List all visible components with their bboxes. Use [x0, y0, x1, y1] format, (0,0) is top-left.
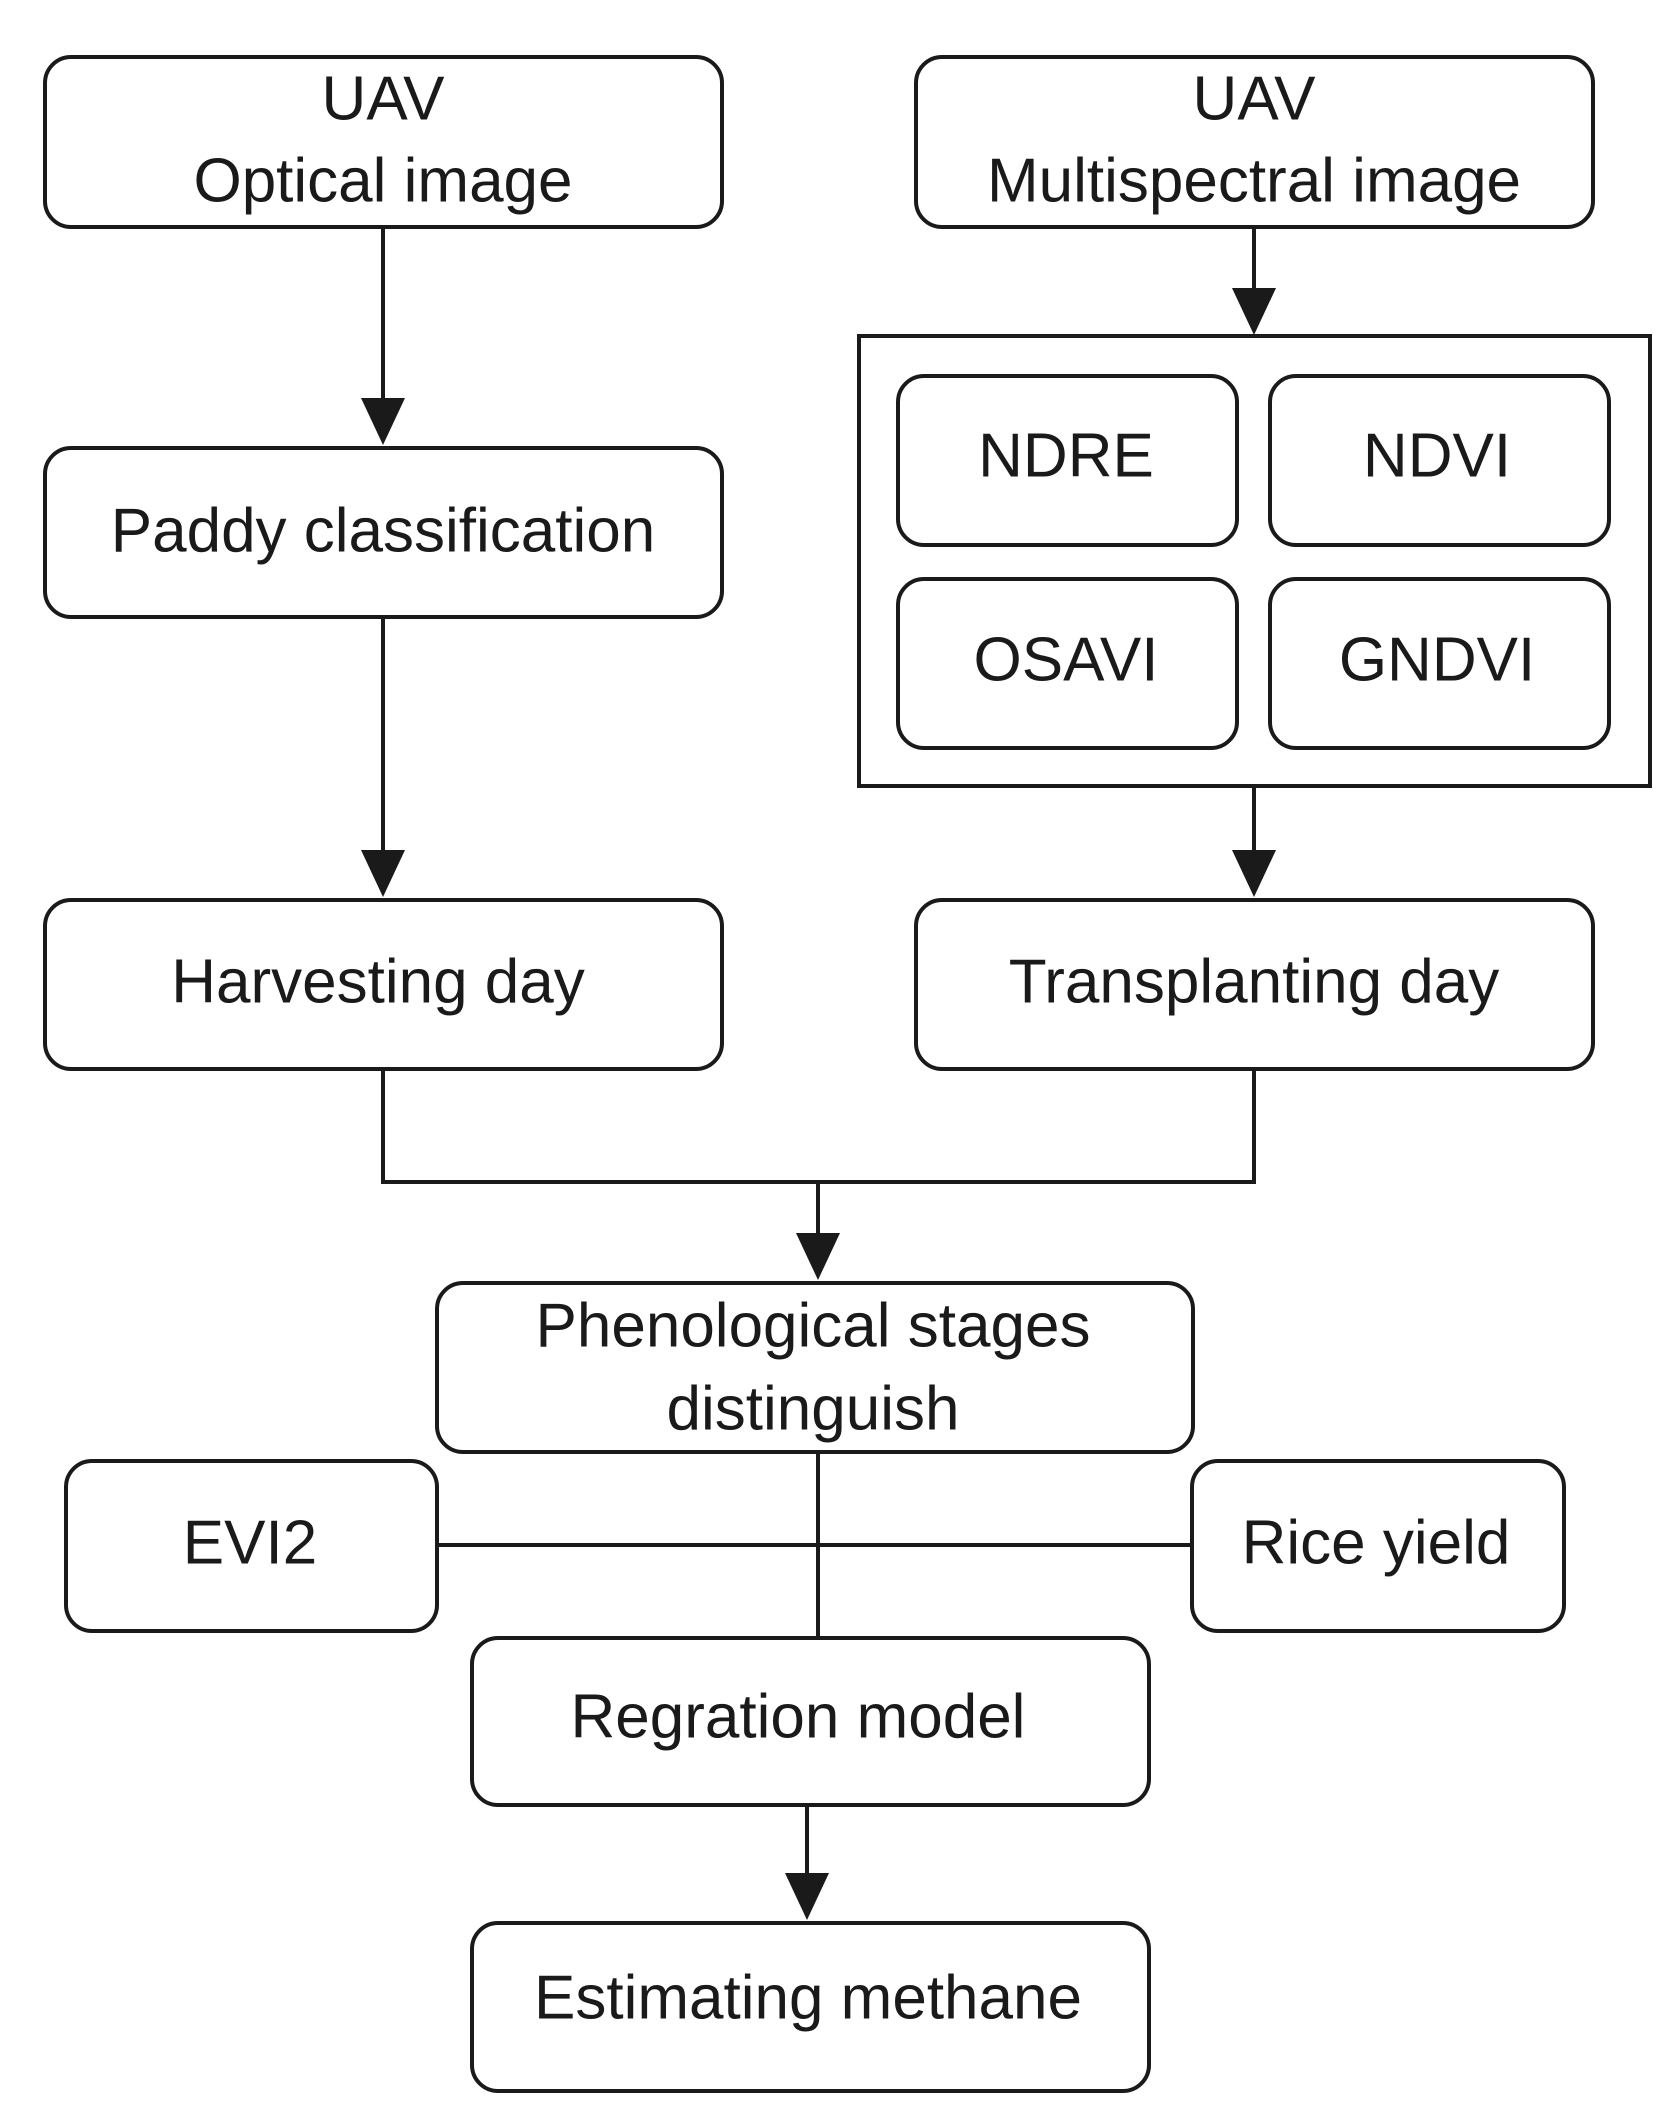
node-label: UAV	[1193, 65, 1317, 134]
node-estimating-methane: Estimating methane	[470, 1921, 1151, 2093]
node-ndvi: NDVI	[1268, 374, 1611, 547]
node-label: UAV	[322, 65, 446, 134]
node-uav-optical: UAV Optical image	[43, 55, 724, 229]
node-regration-model: Regration model	[470, 1636, 1151, 1807]
node-label: Transplanting day	[1009, 948, 1500, 1017]
node-osavi: OSAVI	[896, 577, 1239, 750]
edge-harvesting-transplanting-merge	[381, 1069, 1256, 1184]
node-label: NDVI	[1363, 422, 1511, 491]
arrowhead-phenological	[796, 1233, 840, 1280]
arrowhead-methane	[785, 1873, 829, 1920]
node-harvesting-day: Harvesting day	[43, 898, 724, 1071]
arrowhead-harvesting	[361, 850, 405, 897]
arrowhead-paddy	[361, 398, 405, 445]
node-gndvi: GNDVI	[1268, 577, 1611, 750]
arrowhead-indices	[1232, 288, 1276, 335]
node-label: Paddy classification	[111, 497, 656, 566]
edges	[361, 227, 1276, 1920]
node-paddy-classification: Paddy classification	[43, 446, 724, 619]
node-label: Regration model	[571, 1683, 1026, 1752]
node-evi2: EVI2	[64, 1459, 439, 1633]
node-label: EVI2	[183, 1509, 317, 1578]
node-label: Phenological stages	[536, 1292, 1091, 1361]
arrowhead-transplanting	[1232, 850, 1276, 897]
node-label: OSAVI	[974, 626, 1159, 695]
node-label: GNDVI	[1339, 626, 1535, 695]
node-label: NDRE	[978, 422, 1154, 491]
node-rice-yield: Rice yield	[1190, 1459, 1566, 1633]
node-label: Optical image	[193, 147, 572, 216]
node-phenological-stages: Phenological stages distinguish	[435, 1281, 1195, 1454]
node-label: Harvesting day	[171, 948, 585, 1017]
node-label: Rice yield	[1242, 1509, 1511, 1578]
node-label: Estimating methane	[534, 1964, 1082, 2033]
node-label: Multispectral image	[987, 147, 1521, 216]
node-uav-multispectral: UAV Multispectral image	[914, 55, 1595, 229]
node-label: distinguish	[667, 1375, 960, 1444]
node-ndre: NDRE	[896, 374, 1239, 547]
node-transplanting-day: Transplanting day	[914, 898, 1595, 1071]
